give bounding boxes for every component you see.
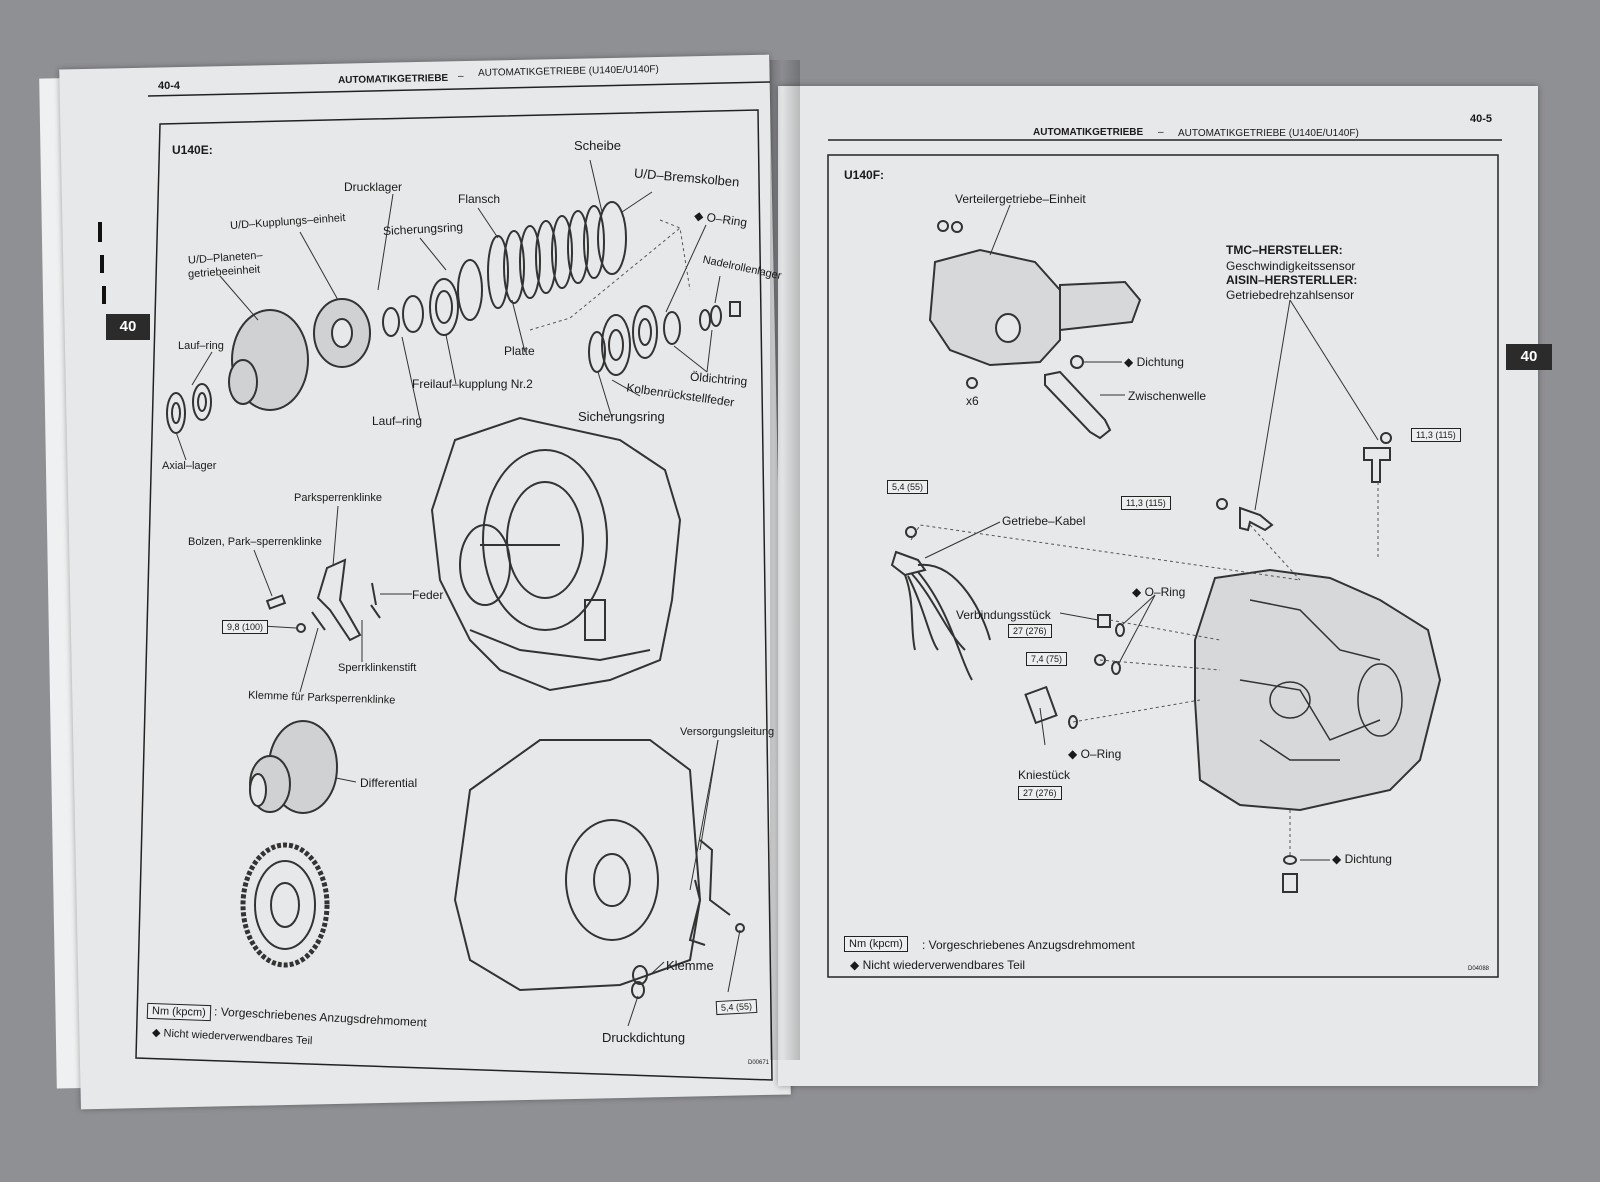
- right-header-subsection: AUTOMATIKGETRIEBE (U140E/U140F): [1178, 128, 1359, 139]
- label-scheibe: Scheibe: [574, 138, 621, 153]
- left-figure-code: D00671: [748, 1060, 770, 1066]
- label-sperrklinkenstift: Sperrklinkenstift: [338, 662, 417, 674]
- label-laufring-2: Lauf–ring: [372, 414, 423, 428]
- label-geschwindigkeitssensor: Geschwindigkeitssensor: [1226, 259, 1356, 273]
- right-legend-nonreusable: ◆ Nicht wiederverwendbares Teil: [850, 958, 1026, 972]
- label-laufring-1: Lauf–ring: [178, 340, 224, 352]
- book-gutter: [770, 60, 800, 1060]
- label-kniestueck: Kniestück: [1018, 768, 1071, 782]
- torque-box-27-a: 27 (276): [1008, 624, 1052, 638]
- left-header-dash: –: [458, 71, 464, 82]
- left-chapter-tab: 40: [106, 314, 150, 340]
- label-druckdichtung: Druckdichtung: [602, 1030, 686, 1045]
- left-model-label: U140E:: [172, 143, 213, 157]
- label-o-ring-1: ◆ O–Ring: [1132, 585, 1186, 599]
- right-model-label: U140F:: [844, 168, 885, 182]
- edge-mark: [102, 286, 106, 304]
- label-o-ring-2: ◆ O–Ring: [1068, 747, 1122, 761]
- right-page-number: 40-5: [1470, 113, 1493, 125]
- label-axiallager: Axial–lager: [162, 460, 217, 472]
- edge-mark: [100, 255, 104, 273]
- torque-box-98: 9,8 (100): [222, 620, 269, 634]
- right-chapter-tab: 40: [1506, 344, 1552, 370]
- right-legend-unit-box: Nm (kpcm): [844, 936, 908, 952]
- label-drucklager: Drucklager: [344, 180, 403, 194]
- label-sicherungsring-bottom: Sicherungsring: [578, 409, 665, 424]
- right-page: [778, 86, 1538, 1086]
- torque-box-113-b: 11,3 (115): [1121, 496, 1171, 510]
- right-header-dash: –: [1158, 127, 1164, 138]
- label-klemme: Klemme: [666, 958, 714, 973]
- label-versorgungsleitung: Versorgungsleitung: [680, 726, 775, 738]
- label-x6: x6: [966, 394, 979, 408]
- torque-box-113-a: 11,3 (115): [1411, 428, 1461, 442]
- right-legend-unit-text: : Vorgeschriebenes Anzugsdrehmoment: [922, 938, 1135, 952]
- left-page-number: 40-4: [158, 80, 181, 92]
- label-verbindungsstueck: Verbindungsstück: [956, 608, 1051, 622]
- label-zwischenwelle: Zwischenwelle: [1128, 389, 1207, 403]
- label-freilaufkupplung: Freilauf–kupplung Nr.2: [412, 377, 533, 391]
- label-getriebedrehzahlsensor: Getriebedrehzahlsensor: [1226, 288, 1355, 302]
- label-flansch: Flansch: [458, 192, 501, 206]
- label-aisin-hersteller: AISIN–HERSTERLLER:: [1226, 273, 1358, 287]
- edge-mark: [98, 222, 102, 242]
- label-verteilergetriebe: Verteilergetriebe–Einheit: [955, 192, 1086, 206]
- right-figure-code: D04088: [1468, 966, 1490, 972]
- label-getriebe-kabel: Getriebe–Kabel: [1002, 514, 1086, 528]
- label-parksperrenklinke: Parksperrenklinke: [294, 492, 383, 504]
- label-dichtung-bottom: ◆ Dichtung: [1332, 852, 1392, 866]
- label-feder: Feder: [412, 588, 444, 602]
- torque-box-54-right: 5,4 (55): [887, 480, 929, 494]
- label-bolzen: Bolzen, Park–sperrenklinke: [188, 536, 322, 548]
- right-header-section: AUTOMATIKGETRIEBE: [1033, 127, 1144, 138]
- label-platte: Platte: [504, 344, 535, 358]
- torque-box-27-b: 27 (276): [1018, 786, 1062, 800]
- label-differential: Differential: [360, 776, 418, 790]
- label-tmc-hersteller: TMC–HERSTELLER:: [1226, 243, 1343, 257]
- label-dichtung-top: ◆ Dichtung: [1124, 355, 1184, 369]
- torque-box-74: 7,4 (75): [1026, 652, 1068, 666]
